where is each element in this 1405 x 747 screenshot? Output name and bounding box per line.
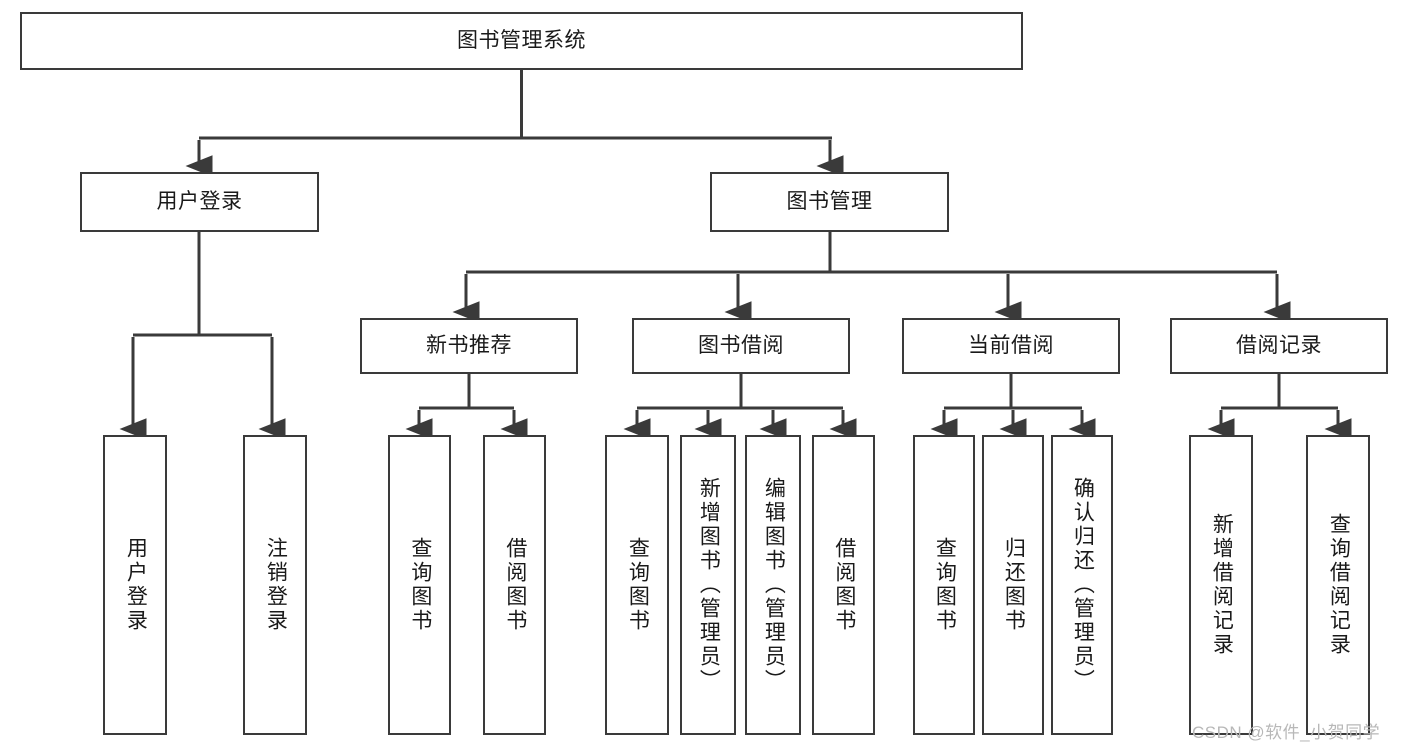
node-leaf-return-book-label: 归还图书: [1002, 537, 1026, 633]
node-leaf-logout-label: 注销登录: [264, 537, 288, 633]
node-new-book-rec-label: 新书推荐: [426, 333, 512, 357]
node-leaf-user-login[interactable]: 用户登录: [103, 435, 167, 735]
watermark: CSDN @软件_小贺同学: [1192, 723, 1381, 742]
node-leaf-confirm-return-label: 确认归还（管理员）: [1071, 477, 1095, 693]
node-leaf-query-book-3-label: 查询图书: [933, 537, 957, 633]
node-leaf-add-book[interactable]: 新增图书（管理员）: [680, 435, 736, 735]
node-current-borrow[interactable]: 当前借阅: [902, 318, 1120, 374]
node-leaf-borrow-book-2-label: 借阅图书: [832, 537, 856, 633]
node-leaf-logout[interactable]: 注销登录: [243, 435, 307, 735]
node-leaf-borrow-book-1-label: 借阅图书: [503, 537, 527, 633]
node-leaf-query-record[interactable]: 查询借阅记录: [1306, 435, 1370, 735]
node-leaf-add-record[interactable]: 新增借阅记录: [1189, 435, 1253, 735]
node-book-borrow-label: 图书借阅: [698, 333, 784, 357]
node-user-login[interactable]: 用户登录: [80, 172, 319, 232]
node-leaf-return-book[interactable]: 归还图书: [982, 435, 1044, 735]
node-leaf-borrow-book-2[interactable]: 借阅图书: [812, 435, 875, 735]
node-book-manage[interactable]: 图书管理: [710, 172, 949, 232]
node-borrow-record-label: 借阅记录: [1236, 333, 1322, 357]
node-leaf-query-book-1-label: 查询图书: [408, 537, 432, 633]
node-user-login-label: 用户登录: [156, 189, 243, 213]
node-book-manage-label: 图书管理: [786, 189, 873, 213]
node-root[interactable]: 图书管理系统: [20, 12, 1023, 70]
node-leaf-query-book-2-label: 查询图书: [626, 537, 650, 633]
node-current-borrow-label: 当前借阅: [968, 333, 1054, 357]
node-leaf-query-book-3[interactable]: 查询图书: [913, 435, 975, 735]
node-borrow-record[interactable]: 借阅记录: [1170, 318, 1388, 374]
node-leaf-edit-book-label: 编辑图书（管理员）: [762, 477, 786, 693]
node-leaf-confirm-return[interactable]: 确认归还（管理员）: [1051, 435, 1113, 735]
node-leaf-query-book-2[interactable]: 查询图书: [605, 435, 669, 735]
node-leaf-edit-book[interactable]: 编辑图书（管理员）: [745, 435, 801, 735]
node-leaf-user-login-label: 用户登录: [124, 537, 148, 633]
node-new-book-rec[interactable]: 新书推荐: [360, 318, 578, 374]
node-leaf-add-record-label: 新增借阅记录: [1210, 513, 1234, 657]
node-leaf-add-book-label: 新增图书（管理员）: [697, 477, 721, 693]
node-book-borrow[interactable]: 图书借阅: [632, 318, 850, 374]
node-leaf-borrow-book-1[interactable]: 借阅图书: [483, 435, 546, 735]
node-root-label: 图书管理系统: [457, 28, 586, 52]
node-leaf-query-book-1[interactable]: 查询图书: [388, 435, 451, 735]
node-leaf-query-record-label: 查询借阅记录: [1327, 513, 1351, 657]
